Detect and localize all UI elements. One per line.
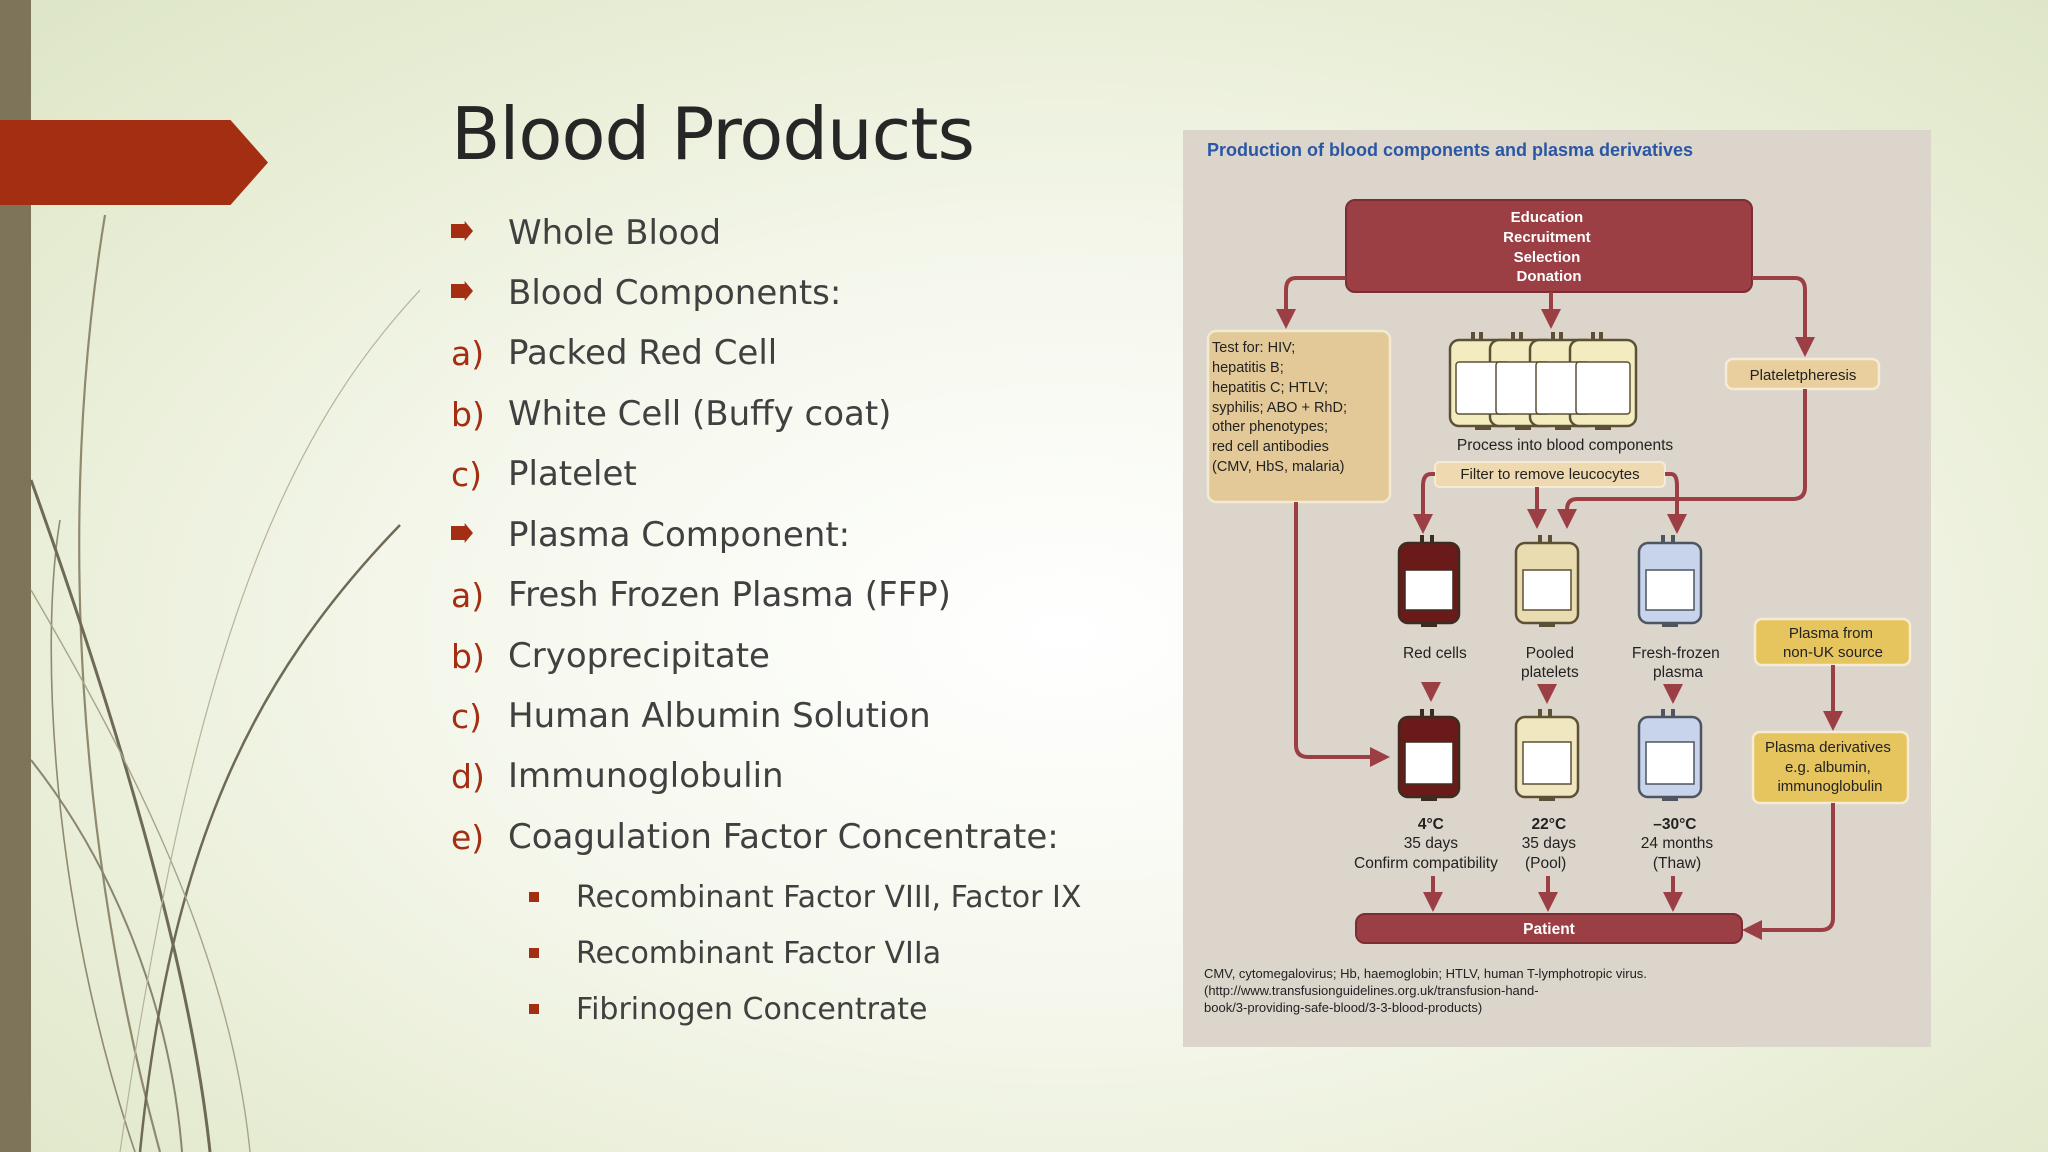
bullet-text: Recombinant Factor VIIa bbox=[576, 935, 942, 971]
product-name: Pooled bbox=[1526, 645, 1574, 662]
pool-label: (Pool) bbox=[1525, 855, 1566, 872]
footnote-line: (http://www.transfusionguidelines.org.uk… bbox=[1204, 983, 1539, 998]
svg-text:Red cells Pooled p: Red cells Pooled platelets Fresh-frozen … bbox=[1403, 645, 1724, 681]
process-label: Process into blood components bbox=[1457, 437, 1674, 454]
arrow-to-test bbox=[1276, 276, 1346, 329]
product-name: platelets bbox=[1521, 664, 1579, 681]
letter-marker: b) bbox=[451, 394, 485, 434]
letter-marker: d) bbox=[451, 756, 485, 796]
red-cells-bag-icon bbox=[1397, 535, 1461, 627]
footnote-line: CMV, cytomegalovirus; Hb, haemoglobin; H… bbox=[1204, 966, 1647, 981]
storage-duration: 35 days bbox=[1522, 835, 1577, 852]
box-line: Selection bbox=[1514, 249, 1581, 266]
bullet-text: Fibrinogen Concentrate bbox=[576, 991, 928, 1027]
box-line: Donation bbox=[1517, 268, 1582, 285]
filter-label: Filter to remove leucocytes bbox=[1460, 466, 1639, 483]
blood-components-figure: Production of blood components and plasm… bbox=[1183, 130, 1931, 1047]
bullet-text: Whole Blood bbox=[508, 213, 722, 253]
letter-marker: b) bbox=[451, 636, 485, 676]
decorative-lines bbox=[29, 214, 420, 1152]
slide-title: Blood Products bbox=[451, 92, 975, 176]
test-line: hepatitis B; bbox=[1212, 360, 1284, 376]
plateletpheresis-box bbox=[1724, 357, 1881, 391]
svg-text:Test for: HIV; hepatitis: Test for: HIV; hepatitis B; hepatitis C;… bbox=[1212, 340, 1351, 475]
confirm-label: Confirm compatibility bbox=[1354, 855, 1498, 872]
bullet-text: Platelet bbox=[508, 454, 637, 494]
bullet-text: Immunoglobulin bbox=[508, 756, 784, 796]
test-line: Test for: HIV; bbox=[1212, 340, 1295, 356]
test-line: red cell antibodies bbox=[1212, 439, 1329, 455]
bullet-text: White Cell (Buffy coat) bbox=[508, 394, 892, 434]
bullet-text: Cryoprecipitate bbox=[508, 636, 770, 676]
test-line: hepatitis C; HTLV; bbox=[1212, 380, 1328, 396]
bullet-text: Blood Components: bbox=[508, 273, 842, 313]
arrow-bullet-icon bbox=[451, 221, 473, 241]
letter-marker: e) bbox=[451, 817, 485, 857]
arrow-derivatives-to-patient bbox=[1742, 803, 1835, 940]
storage-temp: 4°C bbox=[1418, 816, 1444, 833]
product-name: Fresh-frozen bbox=[1632, 645, 1720, 662]
square-bullet-icon bbox=[529, 892, 539, 902]
figure-title: Production of blood components and plasm… bbox=[1207, 140, 1693, 160]
derivatives-line: Plasma derivatives bbox=[1765, 739, 1891, 756]
test-line: (CMV, HbS, malaria) bbox=[1212, 459, 1344, 475]
square-bullet-icon bbox=[529, 948, 539, 958]
ffp-stored-bag-icon bbox=[1637, 709, 1703, 801]
arrow-plateletpheresis bbox=[1557, 389, 1807, 529]
box-line: Recruitment bbox=[1503, 229, 1591, 246]
product-name: Red cells bbox=[1403, 645, 1467, 662]
bullet-text: Human Albumin Solution bbox=[508, 696, 931, 736]
product-name: plasma bbox=[1653, 664, 1703, 681]
ffp-bag-icon bbox=[1637, 535, 1703, 627]
svg-text:4°C 22°C –30°C: 4°C 22°C –30°C 35 days 35 days 24 months bbox=[1404, 816, 1714, 852]
letter-marker: a) bbox=[451, 333, 485, 373]
storage-duration: 24 months bbox=[1641, 835, 1714, 852]
storage-duration: 35 days bbox=[1404, 835, 1459, 852]
arrow-bullet-icon bbox=[451, 281, 473, 301]
svg-text:Education Recruitment: Education Recruitment Selection Donation bbox=[1503, 209, 1595, 285]
derivatives-line: e.g. albumin, bbox=[1785, 759, 1871, 776]
patient-label: Patient bbox=[1523, 921, 1575, 938]
test-line: other phenotypes; bbox=[1212, 419, 1328, 435]
donation-bags-icon bbox=[1448, 332, 1638, 430]
letter-marker: a) bbox=[451, 575, 485, 615]
arrow-bullet-icon bbox=[451, 523, 473, 543]
plasma-source-line: Plasma from bbox=[1789, 625, 1873, 642]
square-bullet-icon bbox=[529, 1004, 539, 1014]
svg-text:Plasma derivatives e.g.: Plasma derivatives e.g. albumin, immunog… bbox=[1765, 739, 1895, 795]
platelets-bag-icon bbox=[1514, 535, 1580, 627]
storage-temp: –30°C bbox=[1653, 816, 1696, 833]
letter-marker: c) bbox=[451, 696, 483, 736]
bullet-text: Packed Red Cell bbox=[508, 333, 778, 373]
platelets-stored-bag-icon bbox=[1514, 709, 1580, 801]
test-box bbox=[1206, 329, 1392, 504]
arrow-to-red-cells bbox=[1413, 472, 1435, 534]
svg-text:Plasma from non-UK sourc: Plasma from non-UK source bbox=[1783, 625, 1883, 661]
plateletpheresis-label: Plateletpheresis bbox=[1750, 367, 1857, 384]
svg-text:CMV, cytomegalovirus; Hb, haem: CMV, cytomegalovirus; Hb, haemoglobin; H… bbox=[1204, 966, 1651, 1015]
arrow-to-plateletpheresis bbox=[1752, 276, 1815, 357]
red-cells-stored-bag-icon bbox=[1397, 709, 1461, 801]
letter-marker: c) bbox=[451, 454, 483, 494]
patient-box bbox=[1355, 913, 1743, 944]
plasma-source-line: non-UK source bbox=[1783, 644, 1883, 661]
bullet-text: Recombinant Factor VIII, Factor IX bbox=[576, 879, 1082, 915]
thaw-label: (Thaw) bbox=[1653, 855, 1701, 872]
footnote-line: book/3-providing-safe-blood/3-3-blood-pr… bbox=[1204, 1000, 1482, 1015]
arrow-test-to-storage bbox=[1294, 502, 1390, 767]
derivatives-line: immunoglobulin bbox=[1777, 778, 1882, 795]
test-line: syphilis; ABO + RhD; bbox=[1212, 400, 1347, 416]
box-line: Education bbox=[1511, 209, 1584, 226]
arrow-to-ffp bbox=[1665, 472, 1687, 534]
plasma-derivatives-box bbox=[1751, 730, 1910, 805]
bullet-text: Coagulation Factor Concentrate: bbox=[508, 817, 1059, 857]
bullet-text: Plasma Component: bbox=[508, 515, 851, 555]
storage-temp: 22°C bbox=[1532, 816, 1567, 833]
bullet-text: Fresh Frozen Plasma (FFP) bbox=[508, 575, 951, 615]
slide-arrow-tab bbox=[0, 120, 268, 205]
